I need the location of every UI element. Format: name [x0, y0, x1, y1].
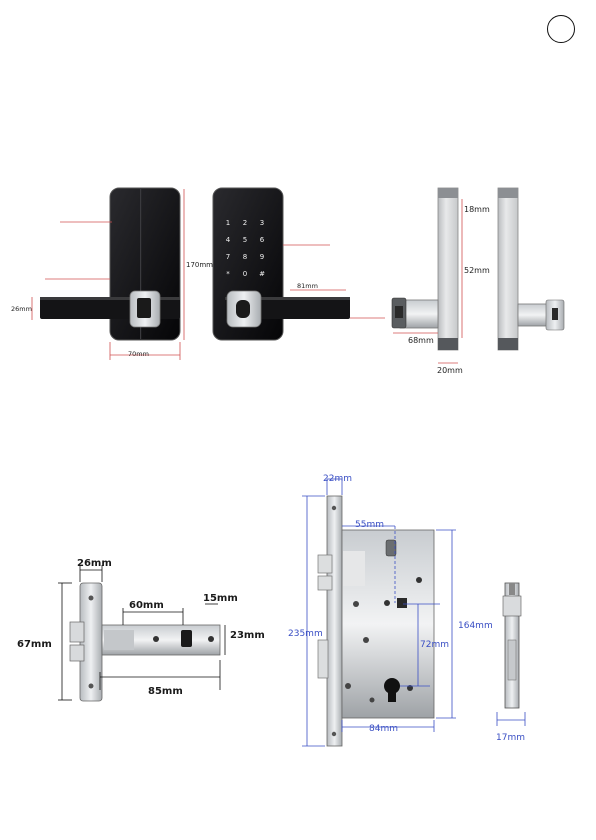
mortise-case-width-label: 84mm — [369, 724, 398, 734]
mortise-thickness-label: 17mm — [496, 733, 525, 743]
mortise-side-profile — [497, 583, 525, 726]
latch-length-label: 85mm — [148, 686, 183, 697]
mortise-case-height-label: 164mm — [458, 621, 493, 631]
lock-side-view-right — [498, 188, 564, 350]
svg-text:0: 0 — [243, 270, 247, 278]
mortise-faceplate-label: 22mm — [323, 474, 352, 484]
lock-side-depth-label: 68mm — [408, 336, 434, 345]
svg-text:9: 9 — [260, 253, 264, 261]
svg-text:2: 2 — [243, 219, 247, 227]
svg-text:1: 1 — [226, 219, 230, 227]
latch-height-label: 67mm — [17, 639, 52, 650]
svg-text:8: 8 — [243, 253, 247, 261]
lock-front-view — [32, 188, 184, 360]
mortise-total-height-label: 235mm — [288, 629, 323, 639]
svg-text:7: 7 — [226, 253, 230, 261]
svg-text:5: 5 — [243, 236, 247, 244]
latch-faceplate-label: 26mm — [77, 558, 112, 569]
mortise-center-distance-label: 72mm — [420, 640, 449, 650]
latch-drawing — [58, 565, 225, 701]
lock-side-thickness-label: 20mm — [437, 366, 463, 375]
svg-text:6: 6 — [260, 236, 265, 244]
svg-text:4: 4 — [226, 236, 231, 244]
latch-backset-label: 60mm — [129, 600, 164, 611]
lock-front-height-label: 170mm — [186, 261, 213, 269]
lock-side-body-label: 52mm — [464, 266, 490, 275]
svg-text:*: * — [226, 270, 230, 278]
mortise-backset-label: 55mm — [355, 520, 384, 530]
lock-front-width-label: 70mm — [128, 350, 149, 358]
svg-text:3: 3 — [260, 219, 264, 227]
latch-body-height-label: 23mm — [230, 630, 265, 641]
svg-text:#: # — [259, 270, 265, 278]
lock-side-top-label: 18mm — [464, 205, 490, 214]
lock-keypad-view: 1 2 3 4 5 6 7 8 9 * 0 # — [213, 188, 385, 340]
lock-front-handle-height-label: 26mm — [11, 305, 32, 313]
latch-bolt-label: 15mm — [203, 593, 238, 604]
lock-handle-length-label: 81mm — [297, 282, 318, 290]
